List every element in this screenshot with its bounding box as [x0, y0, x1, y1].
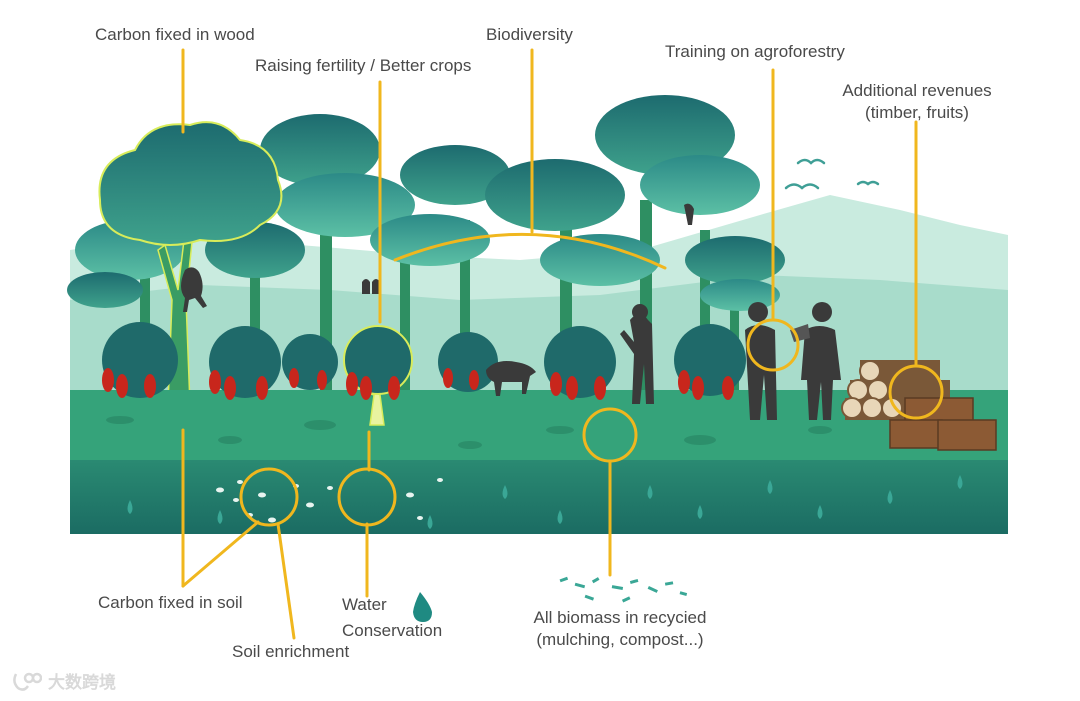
- label-additional-revenues: Additional revenues (timber, fruits): [836, 80, 998, 124]
- label-conservation: Conservation: [342, 621, 443, 640]
- label-carbon-fixed-in-soil: Carbon fixed in soil: [98, 593, 243, 612]
- label-carbon-fixed-in-wood: Carbon fixed in wood: [95, 25, 255, 44]
- label-raising-fertility: Raising fertility / Better crops: [255, 56, 472, 75]
- soil-nutrients: [216, 478, 443, 523]
- label-soil-enrichment: Soil enrichment: [232, 642, 350, 661]
- soil-layer: [70, 460, 1008, 534]
- label-all-biomass-line1: All biomass in recycied: [533, 608, 707, 627]
- callouts: [181, 48, 944, 640]
- cocoa-shrubs: [102, 322, 746, 400]
- label-water: Water: [342, 595, 387, 614]
- label-all-biomass: All biomass in recycied (mulching, compo…: [512, 607, 728, 651]
- watermark-logo-icon: [13, 672, 42, 691]
- people: [620, 302, 841, 420]
- forest-canopy: [67, 95, 785, 311]
- mulch-fragments: [559, 576, 688, 603]
- label-additional-revenues-line1: Additional revenues: [842, 81, 992, 100]
- label-training-on-agroforestry: Training on agroforestry: [665, 42, 845, 61]
- ground-leaves: [106, 416, 832, 449]
- label-additional-revenues-line2: (timber, fruits): [865, 103, 969, 122]
- label-biodiversity: Biodiversity: [486, 25, 573, 44]
- watermark-text: 大数跨境: [48, 673, 116, 693]
- water-drop-icon: [413, 592, 432, 622]
- label-all-biomass-line2: (mulching, compost...): [536, 630, 704, 649]
- soil-water-drops: [127, 475, 963, 529]
- birds: [784, 158, 880, 190]
- watermark: 大数跨境: [12, 668, 116, 693]
- animals: [181, 203, 694, 396]
- highlighted-cocoa: [343, 325, 413, 426]
